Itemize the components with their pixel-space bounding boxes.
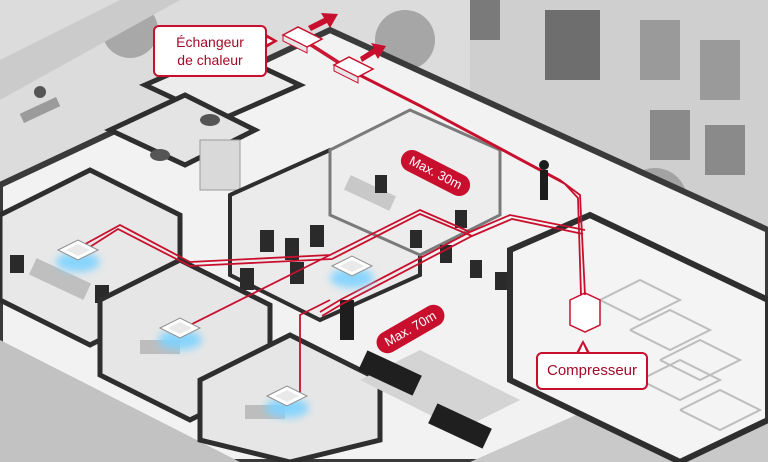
room-storage <box>507 211 768 462</box>
heat-exchanger-label: Échangeur de chaleur <box>153 25 267 77</box>
facade-building <box>470 0 768 250</box>
compressor-label: Compresseur <box>536 352 648 390</box>
heat-exchanger-label-line-1: Échangeur <box>176 34 244 50</box>
pedestrian <box>539 160 549 200</box>
room-right-meeting <box>328 108 507 290</box>
corridor-furniture <box>358 350 520 449</box>
heat-exchanger-label-line-2: de chaleur <box>177 52 243 68</box>
callout-pointer-inner <box>265 37 273 45</box>
outer-wall-left <box>0 340 240 462</box>
heat-exchanger-units <box>281 26 375 84</box>
compressor-label-text: Compresseur <box>546 362 638 379</box>
callout-pointer-inner <box>579 344 587 353</box>
cassette-indoor-units <box>56 239 374 418</box>
exhaust-arrow-icon <box>308 13 386 62</box>
compressor-unit <box>569 292 601 333</box>
